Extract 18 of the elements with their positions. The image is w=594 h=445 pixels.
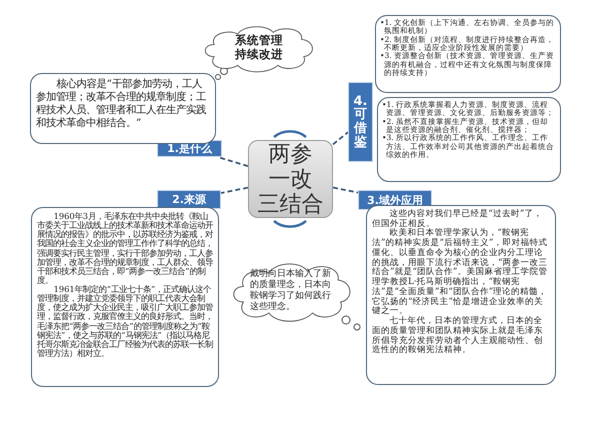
text-box [30,73,216,144]
text-box [31,207,219,387]
paragraph: 1961年制定的“工业七十条”，正式确认这个管理制度，并建立党委领导下的职工代表大会制度，使之成为扩大企业民主，吸引广大职工参加管理，监督行政，克服官僚主义的良好形式。当时，毛泽东把“两参一改三结合”的管理制度称之为“鞍钢宪法”，使之与苏联的“马钢宪法”（指以马格尼托哥尔斯克冶金联合工厂经验为代表的苏联一长制管理方法）相对立。 [37,285,213,358]
paragraph: 七十年代，日本的管理方式，日本的全面的质量管理和团队精神实际上就是毛泽东所倡导充分发挥劳动者个人主观能动性、创造性的的鞍钢宪法精神。 [372,317,544,356]
text-box [366,205,556,385]
connector-line [217,156,248,168]
paragraph: 欧美和日本管理学家认为，“鞍钢宪法”的精神实质是“后福特主义”，即对福特式僵化、以垂直命令为核心的企业内分工理论的挑战，用眼下流行术语来说，“两参一改三结合”就是“团队合作”。美国麻省理工学院管理学教授L·托马斯明确指出，“鞍钢宪法”是“全面质量”和“团队合作”理论的精髓，它弘扬的“经济民主”恰是增进企业效率的关键之一。 [372,229,548,316]
paragraph: 核心内容是“干部参加劳动，工人参加管理；改革不合理的规章制度；工程技术人员、管理者和工人在生产实践和技术革命中相结合。” [36,78,207,130]
text-box [375,15,561,93]
connector-line [332,131,349,146]
topic-box: 两参一改三结合 [248,140,333,218]
connector-line [332,186,358,194]
paragraph: 1960年3月，毛泽东在中共中央批转《鞍山市委关于工业战线上的技术革新和技术革命运动开展情况的报告》的批示中，以苏联经济为鉴戒，对我国的社会主义企业的管理工作作了科学的总结，强调要实行民主管理，实行干部参加劳动，工人参加管理，改革不合理的规章制度，工人群众、领导干部和技术员三结合，即“两参一改三结合”的制度。 [37,212,213,285]
heading-tab: 4.可借鉴 [348,82,373,162]
heading-tab: 2.来源 [157,190,221,209]
paragraph: 这些内容对我们早已经是“过去时”了，但国外正相反。 [372,210,544,229]
connector-line [220,186,248,194]
text-box [377,97,561,182]
